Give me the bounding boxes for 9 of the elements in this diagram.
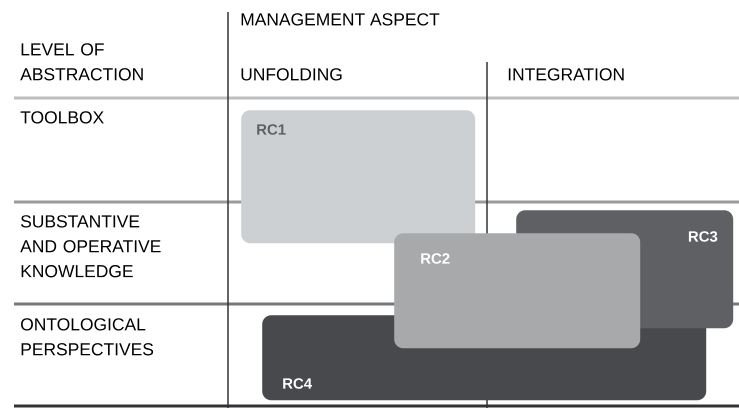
column-heading: MANAGEMENT ASPECT (242, 13, 440, 26)
column-heading: INTEGRATION (508, 68, 624, 81)
rounded-box: RC1 (241, 110, 476, 244)
rounded-box: RC2 (394, 233, 640, 348)
row-heading: LEVEL OF ABSTRACTION (20, 43, 143, 80)
row-heading: TOOLBOX (20, 111, 104, 124)
column-heading: UNFOLDING (242, 68, 342, 81)
row-heading: ONTOLOGICAL PERSPECTIVES (21, 318, 154, 356)
row-heading: SUBSTANTIVE AND OPERATIVE KNOWLEDGE (20, 215, 161, 278)
